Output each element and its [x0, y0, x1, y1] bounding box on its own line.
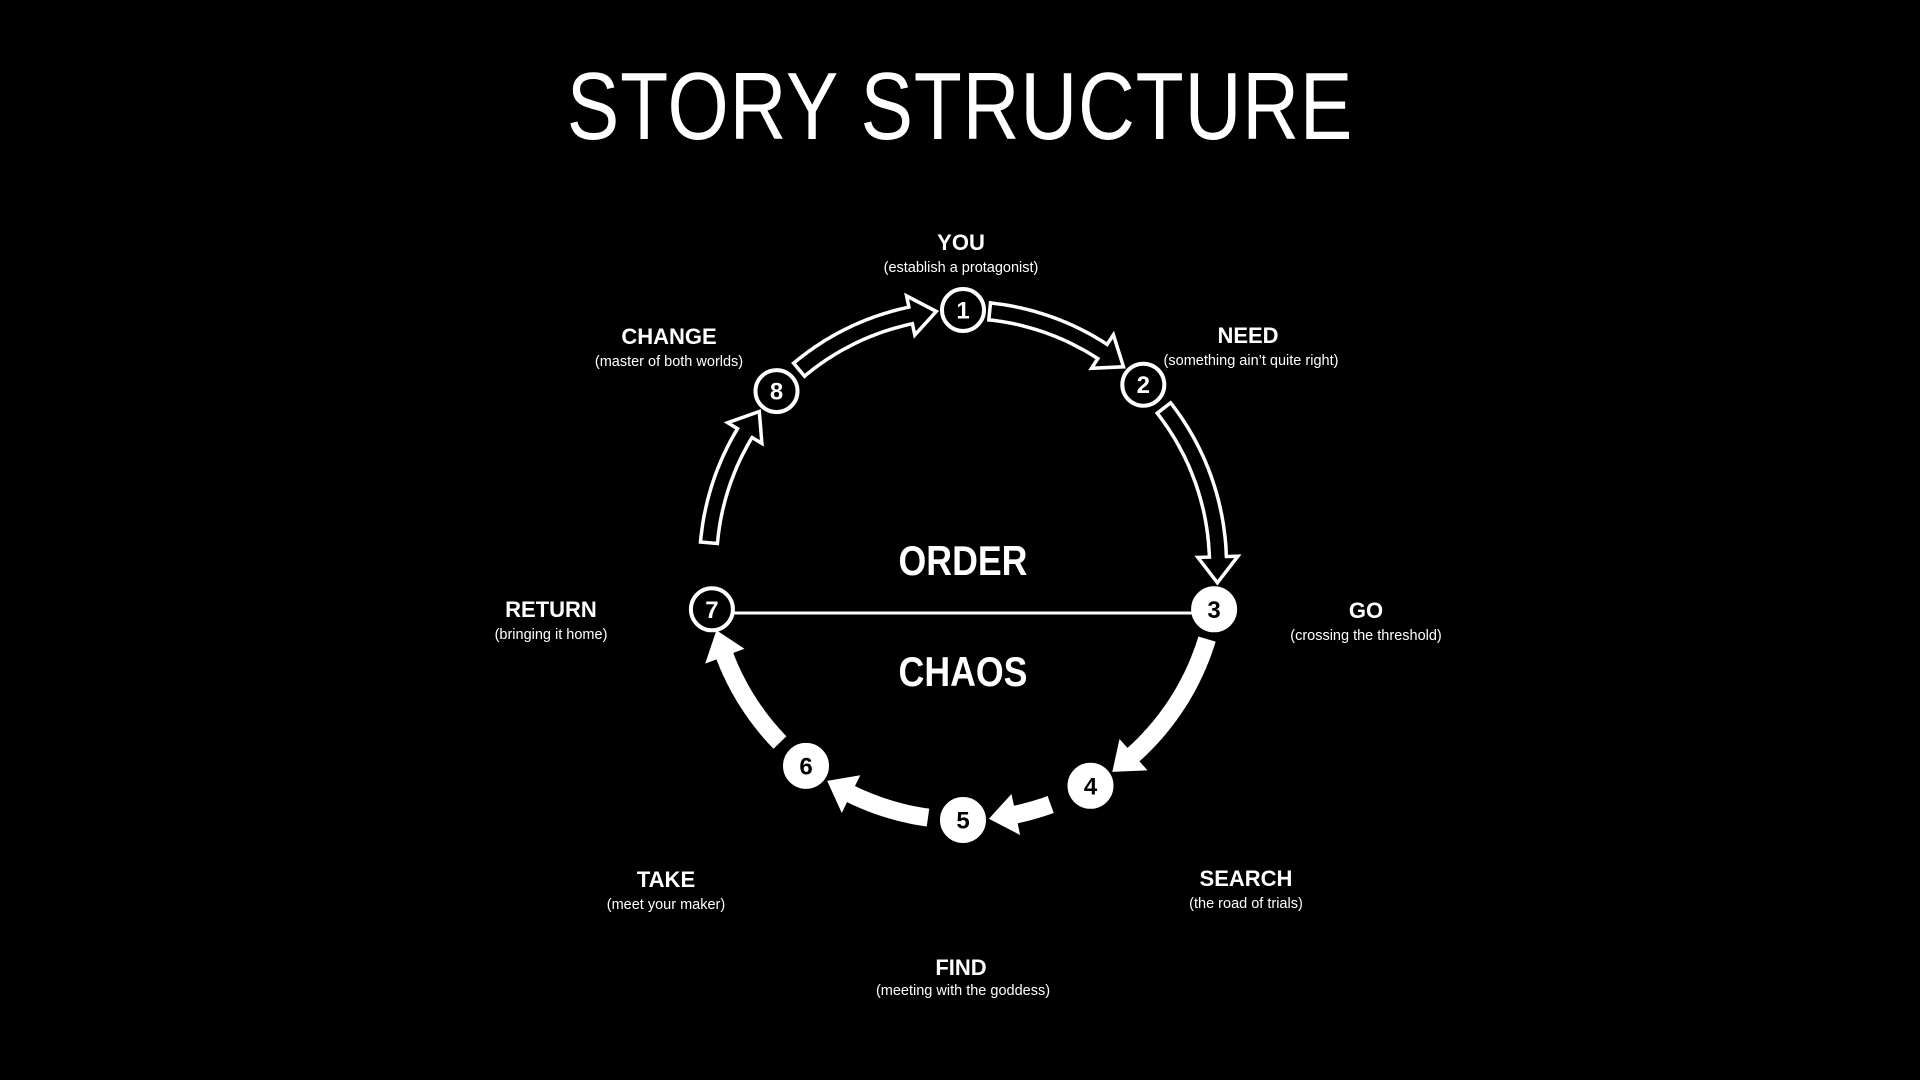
step-3-circle: [1191, 586, 1238, 633]
nodes-layer: 1 2 3 4 5 6 7 8: [688, 287, 1238, 843]
step-7-sublabel: (bringing it home): [495, 627, 608, 643]
step-1-text: YOU (establish a protagonist): [884, 230, 1039, 276]
step-8-sublabel: (master of both worlds): [595, 354, 743, 370]
step-4-text: SEARCH (the road of trials): [1189, 866, 1303, 912]
step-1-circle: [940, 287, 986, 333]
step-2-text: NEED (something ain’t quite right): [1164, 323, 1339, 369]
step-5-number: 5: [956, 808, 969, 835]
step-1-number: 1: [956, 298, 969, 325]
step-8-node: 8: [753, 368, 800, 415]
step-5-sublabel: (meeting with the goddess): [876, 983, 1050, 999]
step-2-number: 2: [1137, 372, 1150, 399]
step-4-number: 4: [1084, 773, 1098, 800]
step-7-circle: [688, 586, 735, 633]
step-5-label: FIND: [935, 955, 986, 980]
step-7-text: RETURN (bringing it home): [495, 597, 608, 643]
step-4-sublabel: (the road of trials): [1189, 896, 1303, 912]
step-6-node: 6: [783, 742, 829, 789]
step-6-number: 6: [799, 753, 812, 780]
step-8-label: CHANGE: [621, 324, 716, 349]
step-3-label: GO: [1349, 598, 1383, 623]
step-1-label: YOU: [937, 230, 985, 255]
order-label: ORDER: [899, 538, 1028, 584]
arrow-2-to-3: [1154, 400, 1242, 586]
step-5-node: 5: [940, 797, 986, 843]
arrow-6-to-7: [705, 630, 787, 749]
arrow-7-to-8: [698, 409, 764, 546]
step-5-text: FIND (meeting with the goddess): [876, 955, 1050, 999]
step-6-text: TAKE (meet your maker): [607, 867, 725, 913]
arrows-layer: [698, 292, 1242, 836]
chaos-label: CHAOS: [899, 649, 1028, 695]
arrow-4-to-5: [988, 793, 1054, 836]
arrow-8-to-1: [791, 292, 940, 379]
arrow-5-to-6: [827, 775, 930, 827]
diagram-title: STORY STRUCTURE: [566, 53, 1354, 160]
step-1-sublabel: (establish a protagonist): [884, 260, 1039, 276]
arrow-3-to-4: [1112, 636, 1216, 772]
step-1-node: 1: [940, 287, 986, 333]
step-3-number: 3: [1207, 597, 1220, 624]
step-7-label: RETURN: [505, 597, 597, 622]
step-2-circle: [1120, 361, 1167, 408]
step-2-label: NEED: [1217, 323, 1278, 348]
arrow-1-to-2: [986, 300, 1126, 371]
step-8-circle: [753, 368, 800, 415]
step-4-node: 4: [1067, 762, 1114, 809]
step-6-label: TAKE: [637, 867, 695, 892]
step-3-text: GO (crossing the threshold): [1290, 598, 1442, 644]
step-6-circle: [783, 742, 829, 789]
step-3-sublabel: (crossing the threshold): [1290, 628, 1442, 644]
step-2-sublabel: (something ain’t quite right): [1164, 353, 1339, 369]
step-3-node: 3: [1191, 586, 1238, 633]
step-4-circle: [1067, 762, 1114, 809]
step-8-number: 8: [770, 379, 783, 406]
step-6-sublabel: (meet your maker): [607, 897, 725, 913]
step-7-node: 7: [688, 586, 735, 633]
step-7-number: 7: [705, 597, 718, 624]
step-2-node: 2: [1120, 361, 1167, 408]
step-8-text: CHANGE (master of both worlds): [595, 324, 743, 370]
step-5-circle: [940, 797, 986, 843]
step-4-label: SEARCH: [1200, 866, 1293, 891]
